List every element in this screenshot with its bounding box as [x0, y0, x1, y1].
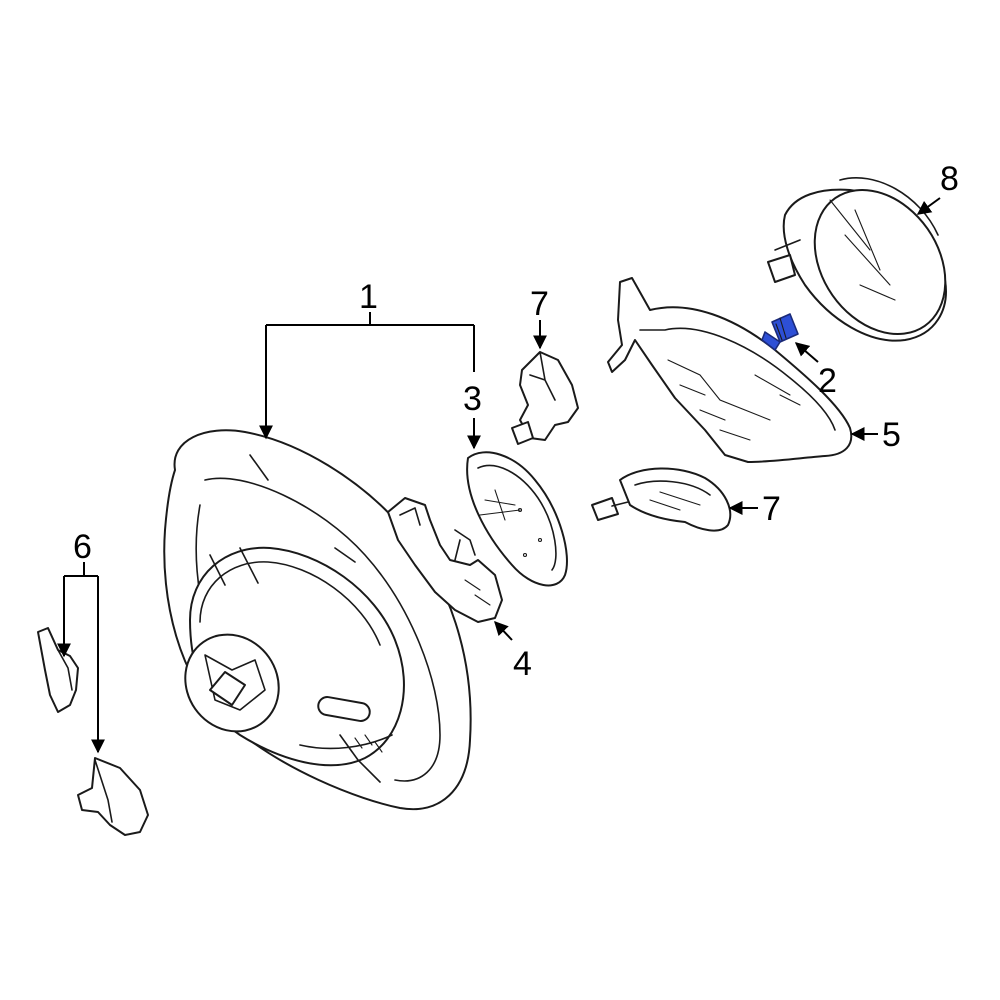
- callout-4: 4: [513, 645, 532, 683]
- callout-6: 6: [73, 528, 92, 566]
- leader-2: [794, 342, 819, 363]
- trim-piece-upper[interactable]: [37, 627, 79, 713]
- airbag-module[interactable]: [767, 165, 972, 359]
- switch-cover[interactable]: [607, 277, 853, 463]
- steering-wheel[interactable]: [163, 429, 472, 811]
- leader-8: [916, 197, 941, 215]
- callout-7-lower: 7: [762, 490, 781, 528]
- callout-5: 5: [882, 416, 901, 454]
- switch-lower[interactable]: [591, 467, 732, 532]
- cover-plate[interactable]: [466, 451, 568, 587]
- leader-6: [57, 562, 105, 754]
- callout-7-upper: 7: [530, 285, 549, 323]
- screw[interactable]: [761, 313, 799, 351]
- callout-3: 3: [463, 380, 482, 418]
- callout-8: 8: [940, 160, 959, 198]
- switch-upper[interactable]: [511, 351, 579, 445]
- leader-1: [266, 312, 475, 438]
- trim-piece-lower[interactable]: [77, 757, 149, 836]
- lower-bracket[interactable]: [387, 497, 503, 623]
- leader-4: [494, 620, 513, 641]
- callout-2: 2: [818, 362, 837, 400]
- callout-1: 1: [359, 278, 378, 316]
